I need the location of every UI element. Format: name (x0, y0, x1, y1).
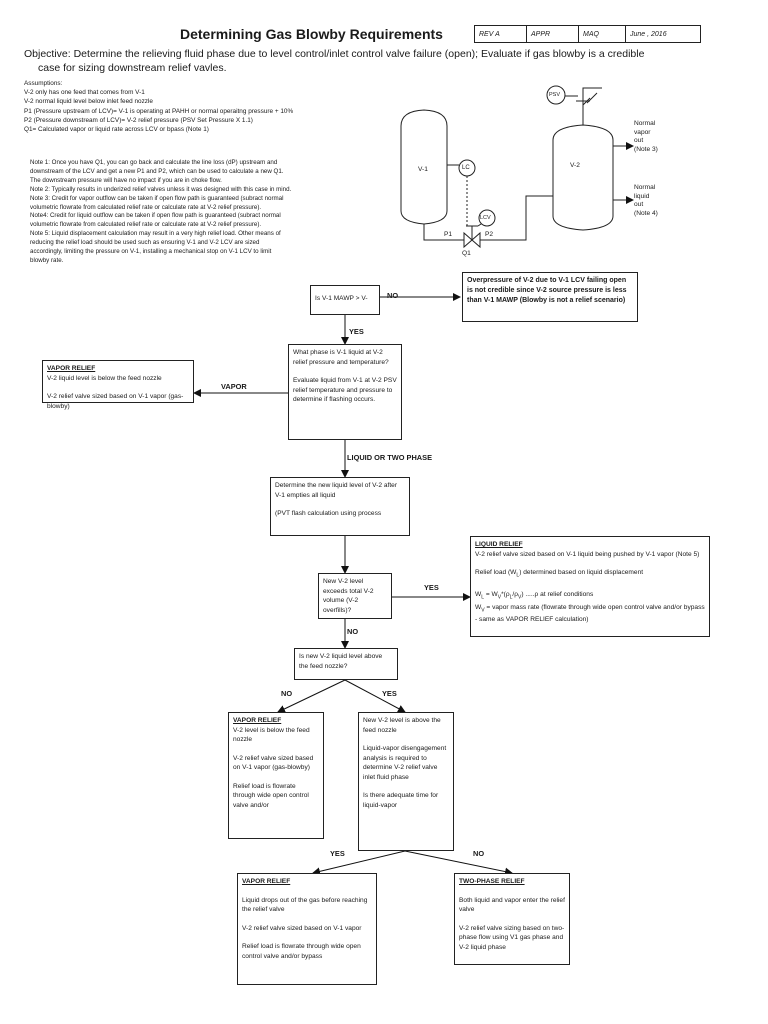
box-two-phase-relief: TWO-PHASE RELIEF Both liquid and vapor e… (454, 873, 570, 965)
pipe-p2 (480, 195, 553, 241)
note-item: Note 2: Typically results in underized r… (30, 185, 292, 193)
arrow-yes-above-nozzle (344, 679, 406, 713)
q1-label: Q1 (462, 250, 471, 257)
label-no-3: NO (281, 689, 293, 698)
objective: Objective: Determine the relieving fluid… (24, 47, 724, 75)
label-liquid-two-phase: LIQUID OR TWO PHASE (347, 453, 432, 462)
lcv-bubble (478, 209, 496, 227)
assumption-item: V-2 normal liquid level below inlet feed… (24, 98, 153, 106)
decision-phase: What phase is V-1 liquid at V-2 relief p… (288, 344, 402, 440)
objective-line-2: case for sizing downstream relief vavles… (38, 62, 227, 74)
pipe-p1 (423, 224, 464, 241)
label-yes-3: YES (382, 689, 397, 698)
p2-label: P2 (485, 231, 494, 238)
decision-mawp: Is V-1 MAWP > V- (310, 285, 380, 315)
label-vapor: VAPOR (221, 382, 247, 391)
lcv-label: LCV (480, 215, 491, 221)
decision-feed-nozzle: Is new V-2 liquid level above the feed n… (294, 648, 398, 680)
vapor-out-label: Normal vapor out (Note 3) (634, 120, 658, 153)
page-title: Determining Gas Blowby Requirements (180, 26, 443, 42)
psv-label: PSV (549, 92, 561, 98)
assumptions-heading: Assumptions: (24, 80, 63, 87)
vessel-v1 (400, 109, 448, 225)
assumption-item: Q1= Calculated vapor or liquid rate acro… (24, 126, 209, 134)
arrow-no-vapor-relief (277, 679, 346, 713)
assumptions: Assumptions: V-2 only has one feed that … (24, 79, 354, 134)
notes: Note 1: Once you have Q1, you can go bac… (30, 159, 292, 266)
label-yes-2: YES (424, 583, 439, 592)
revision-table: REV A APPR MAQ June , 2016 (474, 25, 701, 43)
box-no-overpressure: Overpressure of V-2 due to V-1 LCV faili… (462, 272, 638, 322)
label-no-2: NO (347, 627, 359, 636)
assumption-item: P1 (Pressure upstream of LCV)= V-1 is op… (24, 107, 294, 115)
note-item: Note4: Credit for liquid outflow can be … (30, 212, 281, 229)
box-determine-level: Determine the new liquid level of V-2 af… (270, 477, 410, 536)
psv-line (582, 97, 591, 125)
lcv-actuator (466, 225, 478, 240)
label-no-4: NO (473, 849, 485, 858)
psv-bubble (546, 85, 566, 105)
v2-label: V-2 (570, 162, 580, 169)
note-item: Note 5: Liquid displacement calculation … (30, 230, 281, 264)
date-cell: June , 2016 (625, 25, 701, 43)
p1-label: P1 (444, 231, 453, 238)
assumption-item: P2 (Pressure downstream of LCV)= V-2 rel… (24, 116, 253, 124)
box-vapor-relief-1: VAPOR RELIEF V-2 liquid level is below t… (42, 360, 194, 410)
box-vapor-relief-3: VAPOR RELIEF Liquid drops out of the gas… (237, 873, 377, 985)
vessel-v2 (552, 124, 614, 231)
label-yes-1: YES (349, 327, 364, 336)
arrow-yes-vapor-relief (312, 850, 406, 876)
arrow-no-two-phase (404, 850, 513, 876)
box-above-nozzle: New V-2 level is above the feed nozzle L… (358, 712, 454, 851)
v1-label: V-1 (418, 166, 428, 173)
label-no-1: NO (387, 291, 399, 300)
box-liquid-relief: LIQUID RELIEF V-2 relief valve sized bas… (470, 536, 710, 637)
lc-label: LC (462, 165, 470, 171)
objective-line-1: Objective: Determine the relieving fluid… (24, 48, 645, 60)
label-yes-4: YES (330, 849, 345, 858)
decision-overfill: New V-2 level exceeds total V-2 volume (… (318, 573, 392, 619)
box-vapor-relief-2: VAPOR RELIEF V-2 level is below the feed… (228, 712, 324, 839)
note-item: Note 1: Once you have Q1, you can go bac… (30, 159, 284, 184)
note-item: Note 3: Credit for vapor outflow can be … (30, 194, 284, 211)
liquid-out-label: Normal liquid out (Note 4) (634, 184, 658, 217)
assumption-item: V-2 only has one feed that comes from V-… (24, 89, 145, 97)
